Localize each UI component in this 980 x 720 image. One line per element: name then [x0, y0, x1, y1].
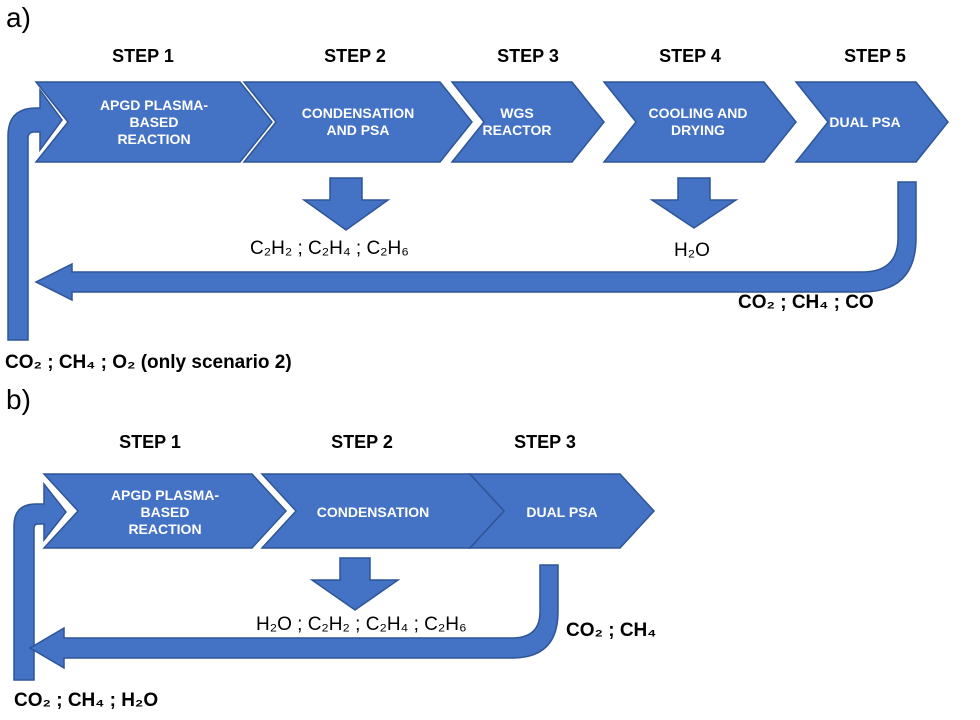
panel-a-label: a) [6, 2, 31, 33]
b-step1-chevron [42, 473, 288, 549]
a-step4-line: COOLING AND [648, 105, 748, 121]
b-step3-box-label: DUAL PSA [487, 482, 637, 542]
a-step1-line: APGD PLASMA- [99, 96, 209, 113]
a-step4-line: DRYING [671, 122, 725, 138]
a-recycle-arrow [34, 181, 917, 302]
a-step3-heading: STEP 3 [497, 46, 559, 66]
a-step1-heading: STEP 1 [112, 46, 174, 66]
b-step1-line: REACTION [128, 520, 202, 537]
b-step3-chevron [468, 473, 656, 549]
a-step1-line: REACTION [117, 130, 191, 147]
a-step2-output-arrow [301, 177, 391, 231]
a-feed-line-arrow [7, 87, 63, 341]
a-feed-stream-label: CO₂ ; CH₄ ; O₂ (only scenario 2) [5, 352, 292, 374]
b-recycle-arrow [28, 564, 559, 670]
a-step2-output-label: C₂H₂ ; C₂H₄ ; C₂H₆ [250, 238, 409, 259]
a-step2-heading: STEP 2 [324, 46, 386, 66]
a-step5-box-label: DUAL PSA [790, 92, 940, 152]
b-step2-output-label: H₂O ; C₂H₂ ; C₂H₄ ; C₂H₆ [256, 614, 467, 635]
panel-b-label: b) [6, 384, 31, 415]
b-step1-line: BASED [140, 503, 190, 520]
a-step5-line: DUAL PSA [829, 113, 901, 130]
a-step2-chevron [242, 81, 473, 163]
b-step2-output-arrow [309, 557, 401, 611]
a-step2-line: AND PSA [326, 122, 390, 138]
b-step2-line: CONDENSATION [316, 503, 430, 520]
b-step3-heading: STEP 3 [514, 432, 576, 452]
a-feed-text: CO₂ ; CH₄ ; O₂ (only scenario 2) [5, 352, 292, 373]
b-step1-line: APGD PLASMA- [110, 486, 220, 503]
a-step4-output-label: H₂O [674, 240, 710, 261]
a-step4-chevron [602, 81, 797, 163]
b-step2-heading: STEP 2 [331, 432, 393, 452]
a-step3-line: REACTOR [482, 122, 552, 138]
b-recycle-stream-label: CO₂ ; CH₄ [566, 620, 657, 641]
a-step1-chevron [34, 81, 273, 163]
b-step1-heading: STEP 1 [119, 432, 181, 452]
a-step1-line: BASED [129, 113, 179, 130]
a-recycle-stream-label: CO₂ ; CH₄ ; CO [738, 292, 874, 313]
a-step5-heading: STEP 5 [844, 46, 906, 66]
a-step3-chevron [450, 81, 605, 163]
a-step4-output-arrow [649, 177, 739, 229]
b-feed-stream-label: CO₂ ; CH₄ ; H₂O [14, 690, 159, 711]
b-step3-line: DUAL PSA [526, 503, 598, 520]
a-step2-line: CONDENSATION [301, 105, 415, 121]
a-step3-line: WGS [500, 105, 534, 121]
b-step2-box-label: CONDENSATION [288, 482, 458, 542]
a-step4-heading: STEP 4 [659, 46, 721, 66]
a-step5-chevron [794, 81, 949, 163]
b-feed-line-arrow [13, 481, 67, 681]
